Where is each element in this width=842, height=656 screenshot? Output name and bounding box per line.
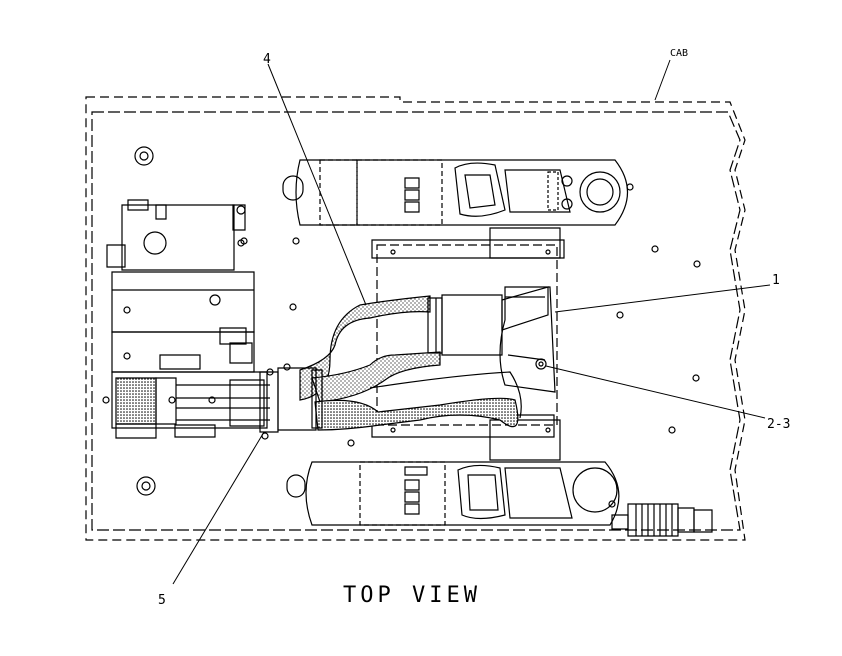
cab-outline — [86, 97, 745, 540]
callout-1: 1 — [772, 273, 780, 288]
left-housing — [107, 200, 254, 372]
view-title: TOP VIEW — [343, 583, 481, 608]
duct-elbow — [370, 372, 521, 418]
callout-5: 5 — [158, 593, 166, 608]
blower-motor — [112, 368, 322, 439]
lower-duct-hose — [312, 352, 518, 430]
lower-track-assembly — [287, 462, 712, 536]
callout-4: 4 — [263, 52, 271, 67]
upper-duct-hose — [300, 296, 430, 400]
duct-coupling — [428, 287, 548, 355]
mounting-bolts — [103, 147, 700, 507]
leader-lines — [173, 60, 770, 584]
floor-plate-outline — [92, 112, 740, 530]
heater-unit — [500, 287, 555, 392]
cab-label: CAB — [670, 48, 688, 59]
center-console — [372, 228, 564, 460]
upper-track-assembly — [283, 160, 633, 225]
callout-2-3: 2-3 — [767, 417, 790, 432]
